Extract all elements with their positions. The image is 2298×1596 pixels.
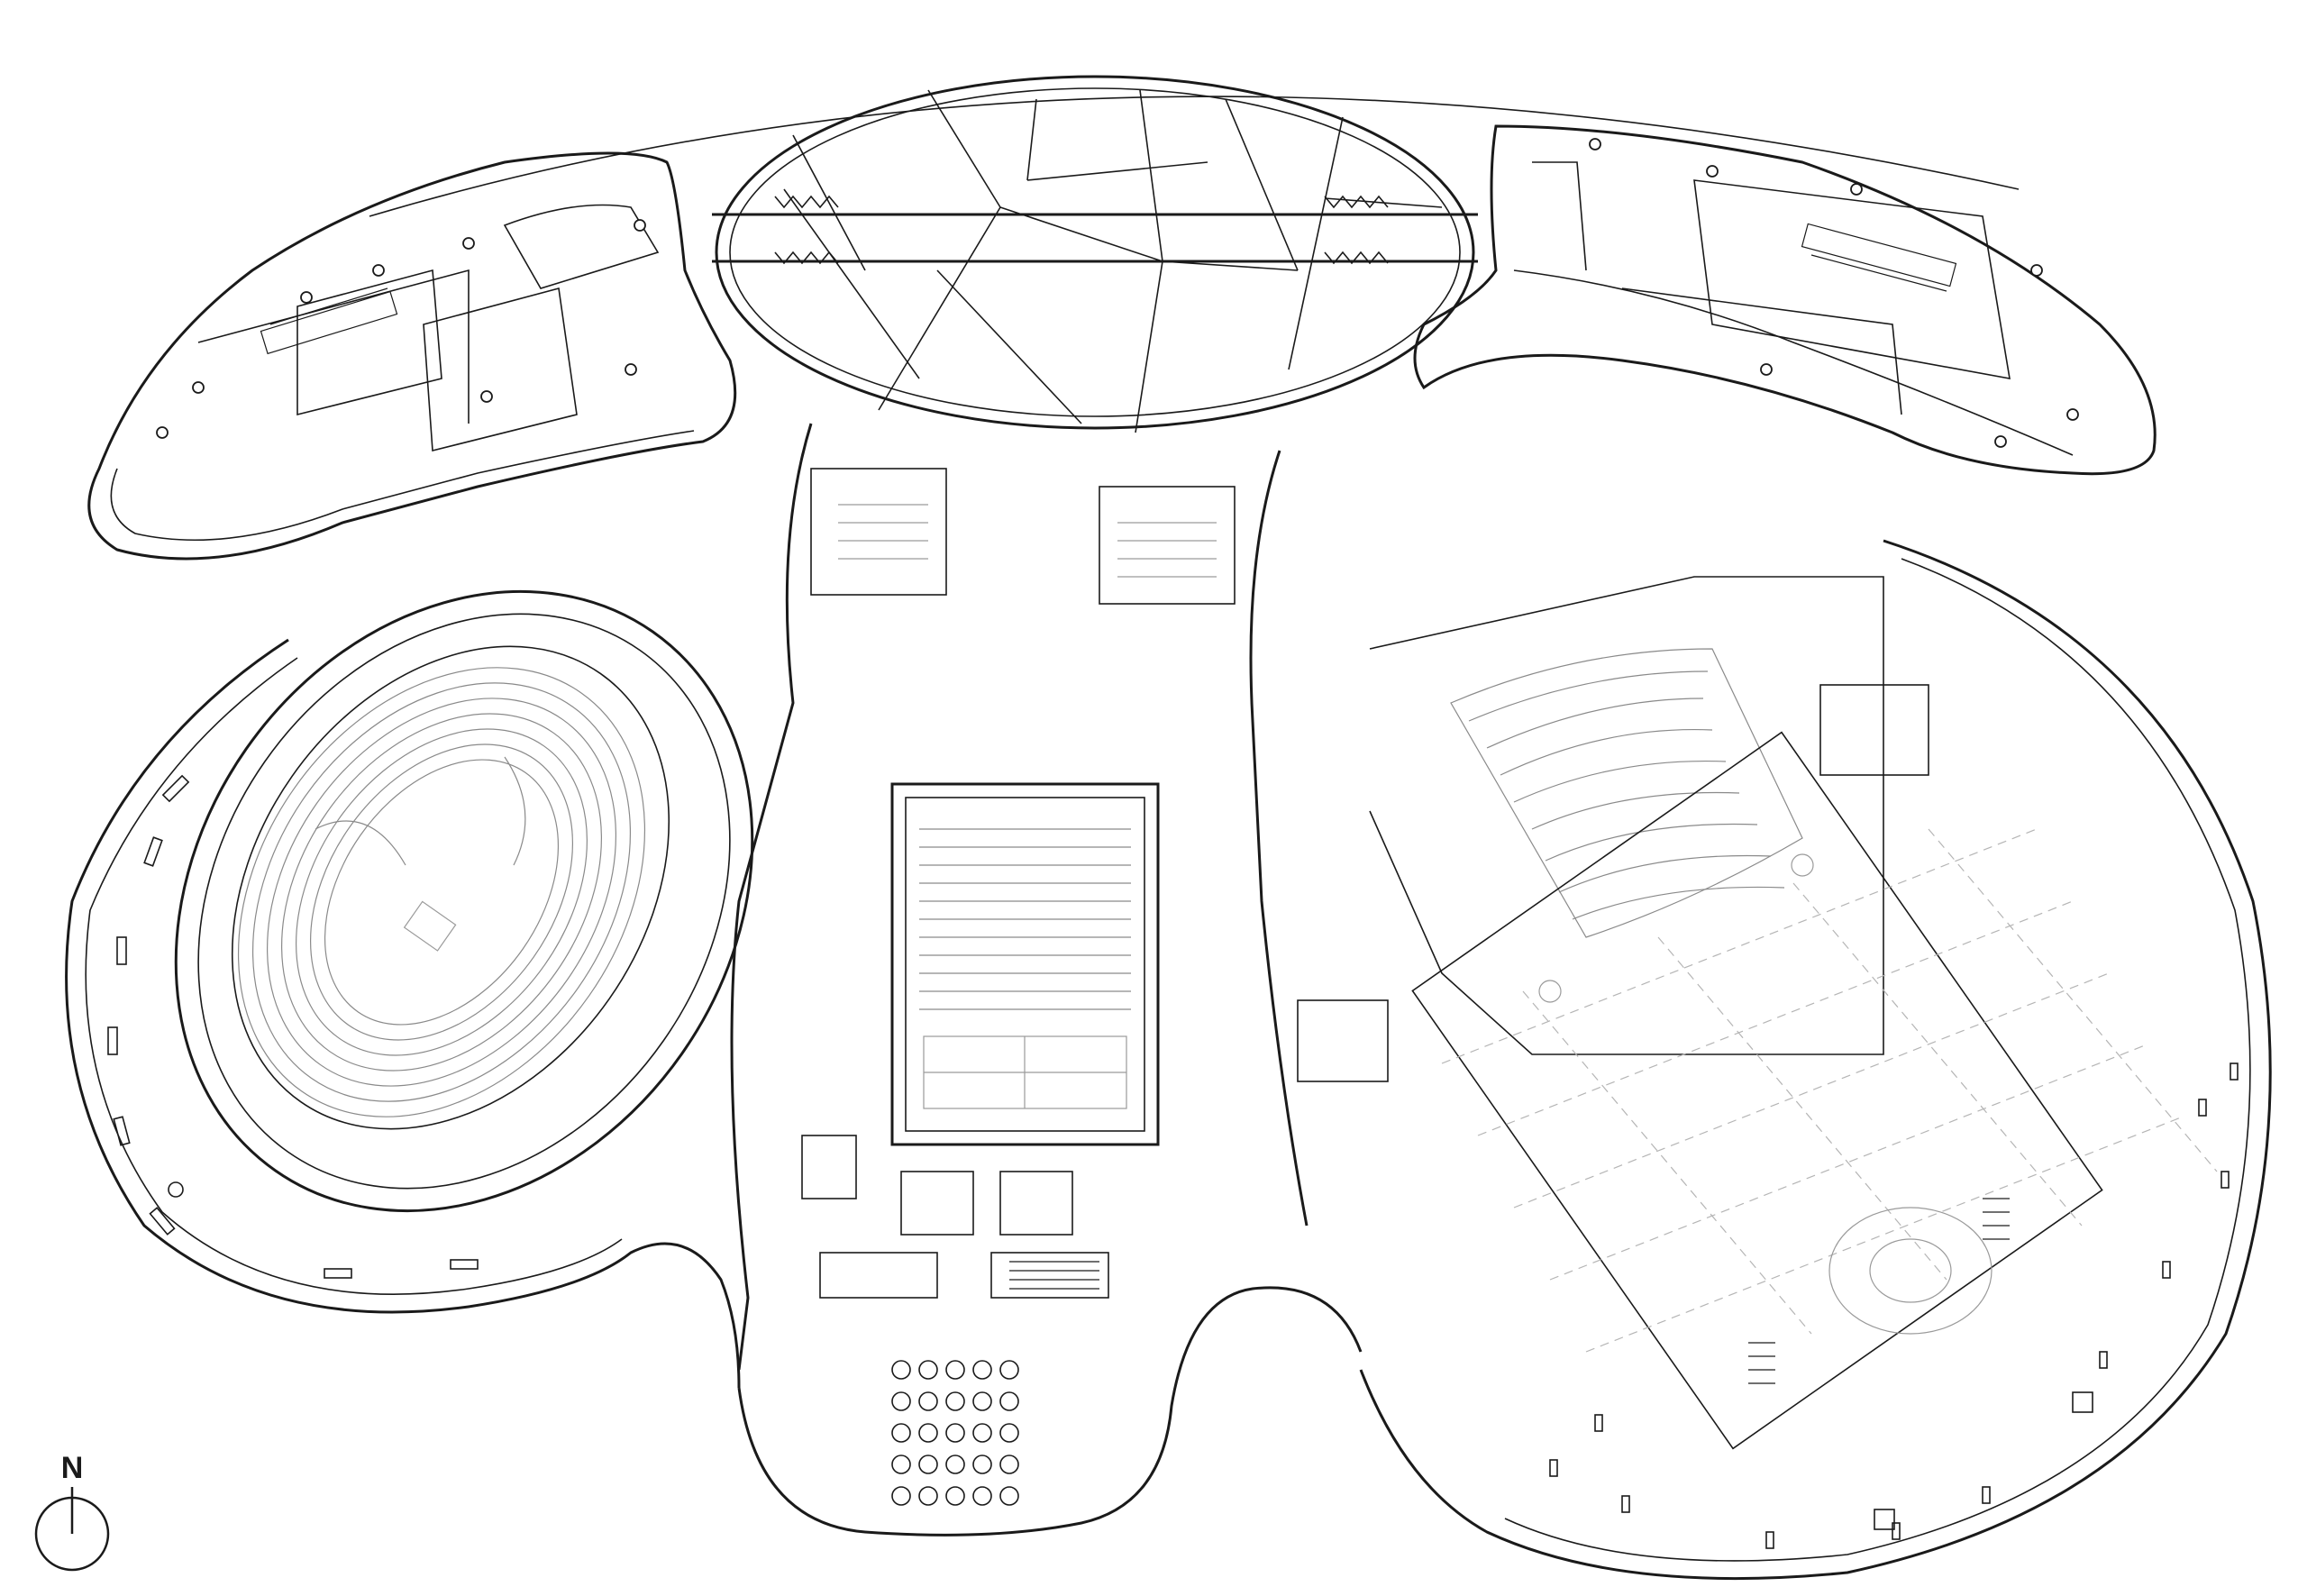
north-wing: [87, 96, 2157, 561]
column-markers: [156, 138, 2079, 448]
banquet-tables: [891, 1360, 1019, 1506]
north-label: N: [61, 1451, 84, 1485]
north-arrow: N: [34, 1451, 110, 1572]
concert-hall: [1297, 539, 2272, 1581]
central-theatre: [730, 423, 1363, 1537]
central-atrium: [712, 75, 1478, 433]
opera-house: [65, 589, 754, 1389]
